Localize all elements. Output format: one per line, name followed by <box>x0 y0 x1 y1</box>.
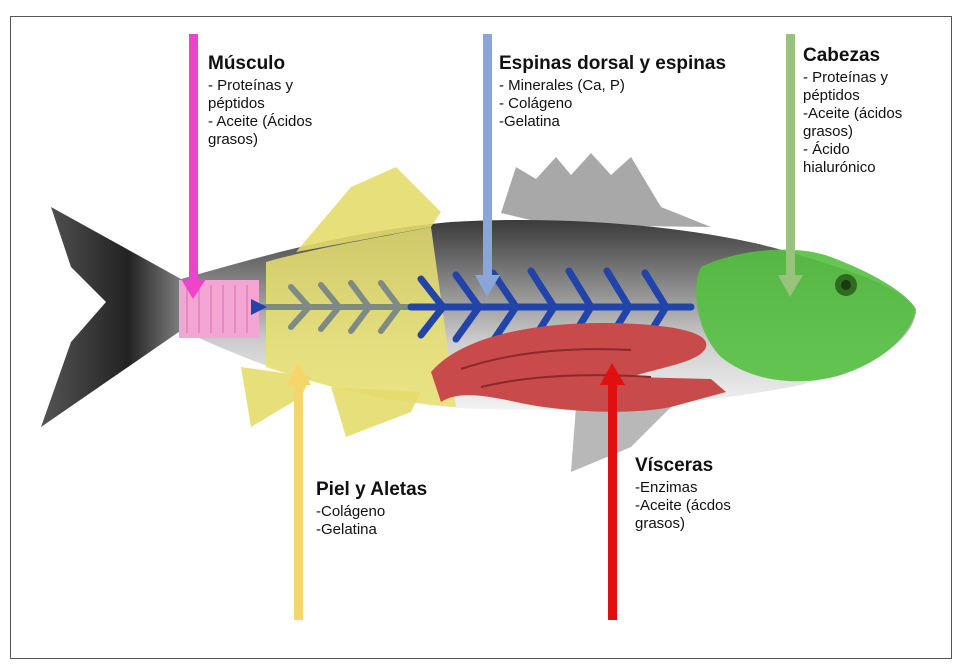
tail-fin <box>41 207 186 427</box>
label-cabezas-item: -Aceite (ácidos <box>803 105 902 123</box>
espinas-arrow <box>483 34 492 279</box>
label-musculo-item: - Aceite (Ácidos <box>208 113 312 131</box>
label-visceras-item: -Aceite (ácdos <box>635 497 731 515</box>
label-cabezas-item: - Proteínas y <box>803 69 902 87</box>
label-visceras: Vísceras -Enzimas -Aceite (ácdos grasos) <box>635 455 731 533</box>
piel-arrow <box>294 380 303 620</box>
label-musculo-item: grasos) <box>208 131 312 149</box>
label-musculo-item: - Proteínas y <box>208 77 312 95</box>
label-cabezas: Cabezas - Proteínas y péptidos -Aceite (… <box>803 45 902 177</box>
lower-fin-yellow-2 <box>331 387 421 437</box>
dorsal-fin <box>501 153 711 227</box>
label-musculo-title: Músculo <box>208 53 312 75</box>
label-musculo: Músculo - Proteínas y péptidos - Aceite … <box>208 53 312 149</box>
head-region <box>696 250 916 382</box>
label-musculo-item: péptidos <box>208 95 312 113</box>
label-piel: Piel y Aletas -Colágeno -Gelatina <box>316 479 427 539</box>
visceras-arrow <box>608 380 617 620</box>
label-espinas-title: Espinas dorsal y espinas <box>499 53 726 75</box>
label-espinas: Espinas dorsal y espinas - Minerales (Ca… <box>499 53 726 131</box>
label-piel-item: -Gelatina <box>316 521 427 539</box>
musculo-arrow <box>189 34 198 286</box>
label-espinas-item: - Colágeno <box>499 95 726 113</box>
label-cabezas-item: grasos) <box>803 123 902 141</box>
diagram-frame: Músculo - Proteínas y péptidos - Aceite … <box>10 16 952 659</box>
label-visceras-item: grasos) <box>635 515 731 533</box>
label-visceras-item: -Enzimas <box>635 479 731 497</box>
label-visceras-title: Vísceras <box>635 455 731 477</box>
label-cabezas-item: péptidos <box>803 87 902 105</box>
label-piel-title: Piel y Aletas <box>316 479 427 501</box>
label-piel-item: -Colágeno <box>316 503 427 521</box>
label-cabezas-item: - Ácido <box>803 141 902 159</box>
label-cabezas-title: Cabezas <box>803 45 902 67</box>
label-espinas-item: -Gelatina <box>499 113 726 131</box>
cabezas-arrow <box>786 34 795 279</box>
label-espinas-item: - Minerales (Ca, P) <box>499 77 726 95</box>
label-cabezas-item: hialurónico <box>803 159 902 177</box>
